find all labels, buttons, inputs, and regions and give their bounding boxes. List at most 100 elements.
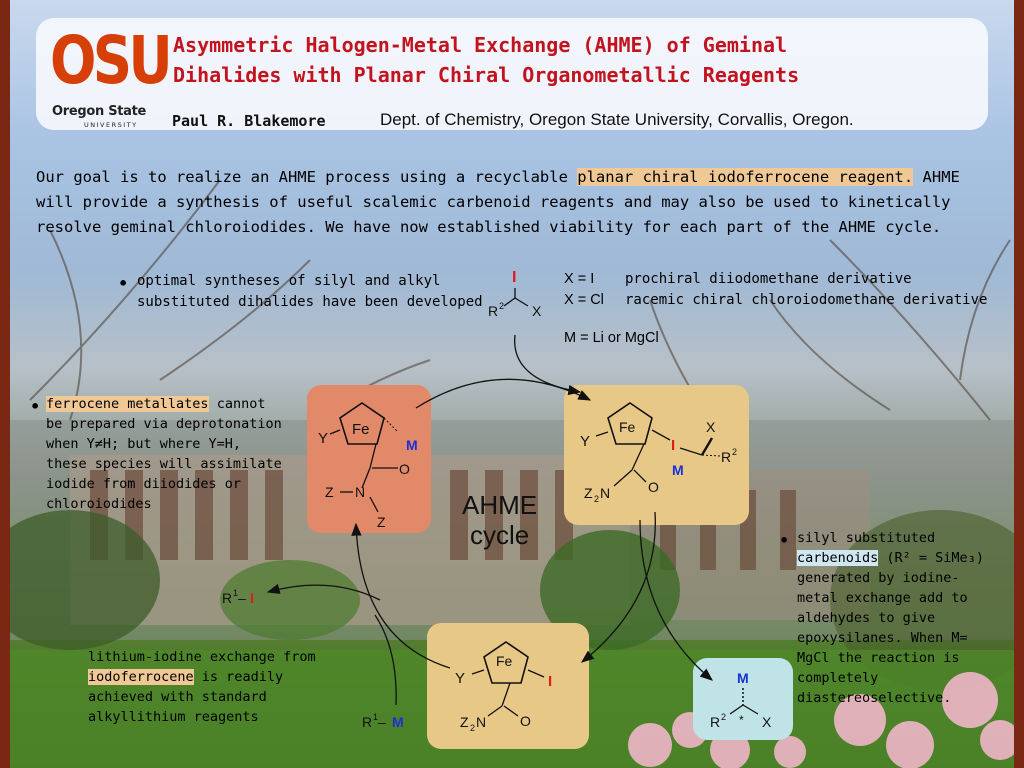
def-x-i: X = I bbox=[564, 271, 595, 287]
intro-highlight: planar chiral iodoferrocene reagent. bbox=[577, 168, 914, 186]
bullet-syntheses-line2: substituted dihalides have been develope… bbox=[137, 294, 483, 310]
svg-text:1: 1 bbox=[373, 712, 378, 722]
svg-text:I: I bbox=[512, 269, 516, 286]
svg-text:X: X bbox=[762, 714, 772, 730]
svg-text:M: M bbox=[737, 670, 749, 686]
carbenoids-highlight: carbenoids bbox=[797, 550, 879, 566]
def-x-i-desc: prochiral diiodomethane derivative bbox=[625, 271, 912, 287]
bullet-ferrocene-line4: these species will assimilate bbox=[46, 456, 282, 472]
svg-text:Z: Z bbox=[584, 485, 593, 501]
arrow-metallate-to-ate bbox=[415, 378, 592, 409]
bullet-ferrocene-line5: iodide from diiodides or bbox=[46, 476, 242, 492]
svg-text:O: O bbox=[399, 461, 410, 477]
bullet-syntheses-line1: optimal syntheses of silyl and alkyl bbox=[137, 273, 441, 289]
def-x-cl-desc: racemic chiral chloroiodomethane derivat… bbox=[625, 292, 988, 308]
intro-paragraph: Our goal is to realize an AHME process u… bbox=[36, 165, 986, 240]
bullet-lithium-line1: lithium-iodine exchange from bbox=[88, 649, 316, 665]
def-x-cl: X = Cl bbox=[564, 292, 604, 308]
department: Dept. of Chemistry, Oregon State Univers… bbox=[380, 110, 854, 129]
bullet-carbenoids-line4: metal exchange add to bbox=[797, 590, 968, 606]
svg-text:Y: Y bbox=[580, 433, 590, 450]
author: Paul R. Blakemore bbox=[172, 112, 326, 130]
bullet-dot: • bbox=[30, 397, 41, 416]
svg-text:X: X bbox=[532, 303, 542, 319]
svg-text:I: I bbox=[548, 673, 552, 690]
bullet-carbenoids-line8: completely bbox=[797, 670, 879, 686]
arrow-iodoferrocene-to-metallate bbox=[351, 522, 451, 669]
osu-logo: OSU bbox=[50, 22, 173, 99]
r1-m-label: R bbox=[362, 714, 372, 730]
header-panel bbox=[36, 18, 988, 130]
osu-logo-name: Oregon State bbox=[52, 104, 147, 119]
svg-text:R: R bbox=[710, 714, 720, 730]
svg-text:Fe: Fe bbox=[619, 419, 636, 435]
svg-text:Z: Z bbox=[377, 514, 386, 530]
intro-part-2: AHME will provide a synthesis of useful … bbox=[36, 168, 960, 236]
bullet-ferrocene-line3: when Y≠H; but where Y=H, bbox=[46, 436, 242, 452]
bullet-ferrocene-line2: be prepared via deprotonation bbox=[46, 416, 282, 432]
svg-text:2: 2 bbox=[732, 447, 737, 457]
bullet-carbenoids: silyl substituted carbenoids (R² = SiMe₃… bbox=[797, 528, 984, 708]
bullet-ferrocene-line1: cannot bbox=[208, 396, 266, 412]
svg-text:2: 2 bbox=[470, 723, 475, 733]
poster-title: Asymmetric Halogen-Metal Exchange (AHME)… bbox=[173, 30, 933, 90]
svg-text:–: – bbox=[378, 714, 386, 730]
bullet-lithium-line2: is readily bbox=[193, 669, 284, 685]
arrow-ate-to-iodoferrocene bbox=[580, 511, 656, 663]
svg-text:Fe: Fe bbox=[352, 421, 370, 438]
bullet-carbenoids-line2: (R² = SiMe₃) bbox=[878, 550, 984, 566]
svg-text:R: R bbox=[721, 449, 731, 465]
svg-text:–: – bbox=[238, 590, 246, 606]
bullet-carbenoids-line7: MgCl the reaction is bbox=[797, 650, 960, 666]
ahme-label-line1: AHME bbox=[462, 490, 538, 520]
bullet-lithium-line3: achieved with standard bbox=[88, 689, 267, 705]
bullet-carbenoids-line5: aldehydes to give bbox=[797, 610, 936, 626]
bullet-syntheses: optimal syntheses of silyl and alkyl sub… bbox=[137, 271, 483, 313]
svg-text:M: M bbox=[392, 714, 404, 730]
svg-text:I: I bbox=[250, 590, 254, 606]
svg-text:2: 2 bbox=[499, 301, 504, 311]
box-ate-complex bbox=[564, 385, 749, 525]
ahme-cycle-label: AHME cycle bbox=[462, 490, 537, 550]
bullet-dot: • bbox=[779, 531, 790, 550]
iodoferrocene-highlight: iodoferrocene bbox=[88, 669, 194, 685]
bullet-carbenoids-line3: generated by iodine- bbox=[797, 570, 960, 586]
bullet-ferrocene-line6: chloroiodides bbox=[46, 496, 152, 512]
svg-text:M: M bbox=[406, 437, 418, 453]
bullet-carbenoids-line1: silyl substituted bbox=[797, 530, 936, 546]
ferrocene-metallates-highlight: ferrocene metallates bbox=[46, 396, 209, 412]
svg-text:O: O bbox=[648, 479, 659, 495]
arrow-ate-to-carbenoid bbox=[639, 519, 713, 681]
svg-text:R: R bbox=[488, 303, 498, 319]
bullet-lithium: lithium-iodine exchange from iodoferroce… bbox=[88, 647, 316, 727]
svg-text:Y: Y bbox=[318, 430, 328, 447]
box-ferrocene-metallate bbox=[307, 385, 431, 533]
bullet-dot: • bbox=[118, 274, 129, 293]
svg-text:I: I bbox=[671, 437, 675, 454]
bullet-carbenoids-line9: diastereoselective. bbox=[797, 690, 952, 706]
ferrocene-metallate-structure: Fe Y M O N Z Z bbox=[318, 402, 418, 530]
svg-text:M: M bbox=[672, 462, 684, 478]
svg-text:X: X bbox=[706, 419, 716, 435]
svg-text:N: N bbox=[476, 714, 486, 730]
arrow-r1-m bbox=[374, 614, 397, 706]
svg-text:Z: Z bbox=[460, 714, 469, 730]
svg-text:N: N bbox=[355, 484, 365, 500]
svg-text:Z: Z bbox=[325, 484, 334, 500]
intro-part-1: Our goal is to realize an AHME process u… bbox=[36, 168, 578, 186]
bullet-ferrocene: ferrocene metallates cannot be prepared … bbox=[46, 394, 282, 514]
svg-text:Y: Y bbox=[455, 670, 465, 687]
arrow-to-r1-i bbox=[266, 583, 381, 601]
ahme-label-line2: cycle bbox=[469, 520, 530, 550]
def-m: M = Li or MgCl bbox=[564, 330, 659, 346]
svg-text:*: * bbox=[739, 713, 744, 727]
svg-text:Fe: Fe bbox=[496, 653, 513, 669]
title-line-2: Dihalides with Planar Chiral Organometal… bbox=[173, 63, 800, 87]
title-line-1: Asymmetric Halogen-Metal Exchange (AHME)… bbox=[173, 33, 788, 57]
svg-text:O: O bbox=[520, 713, 531, 729]
